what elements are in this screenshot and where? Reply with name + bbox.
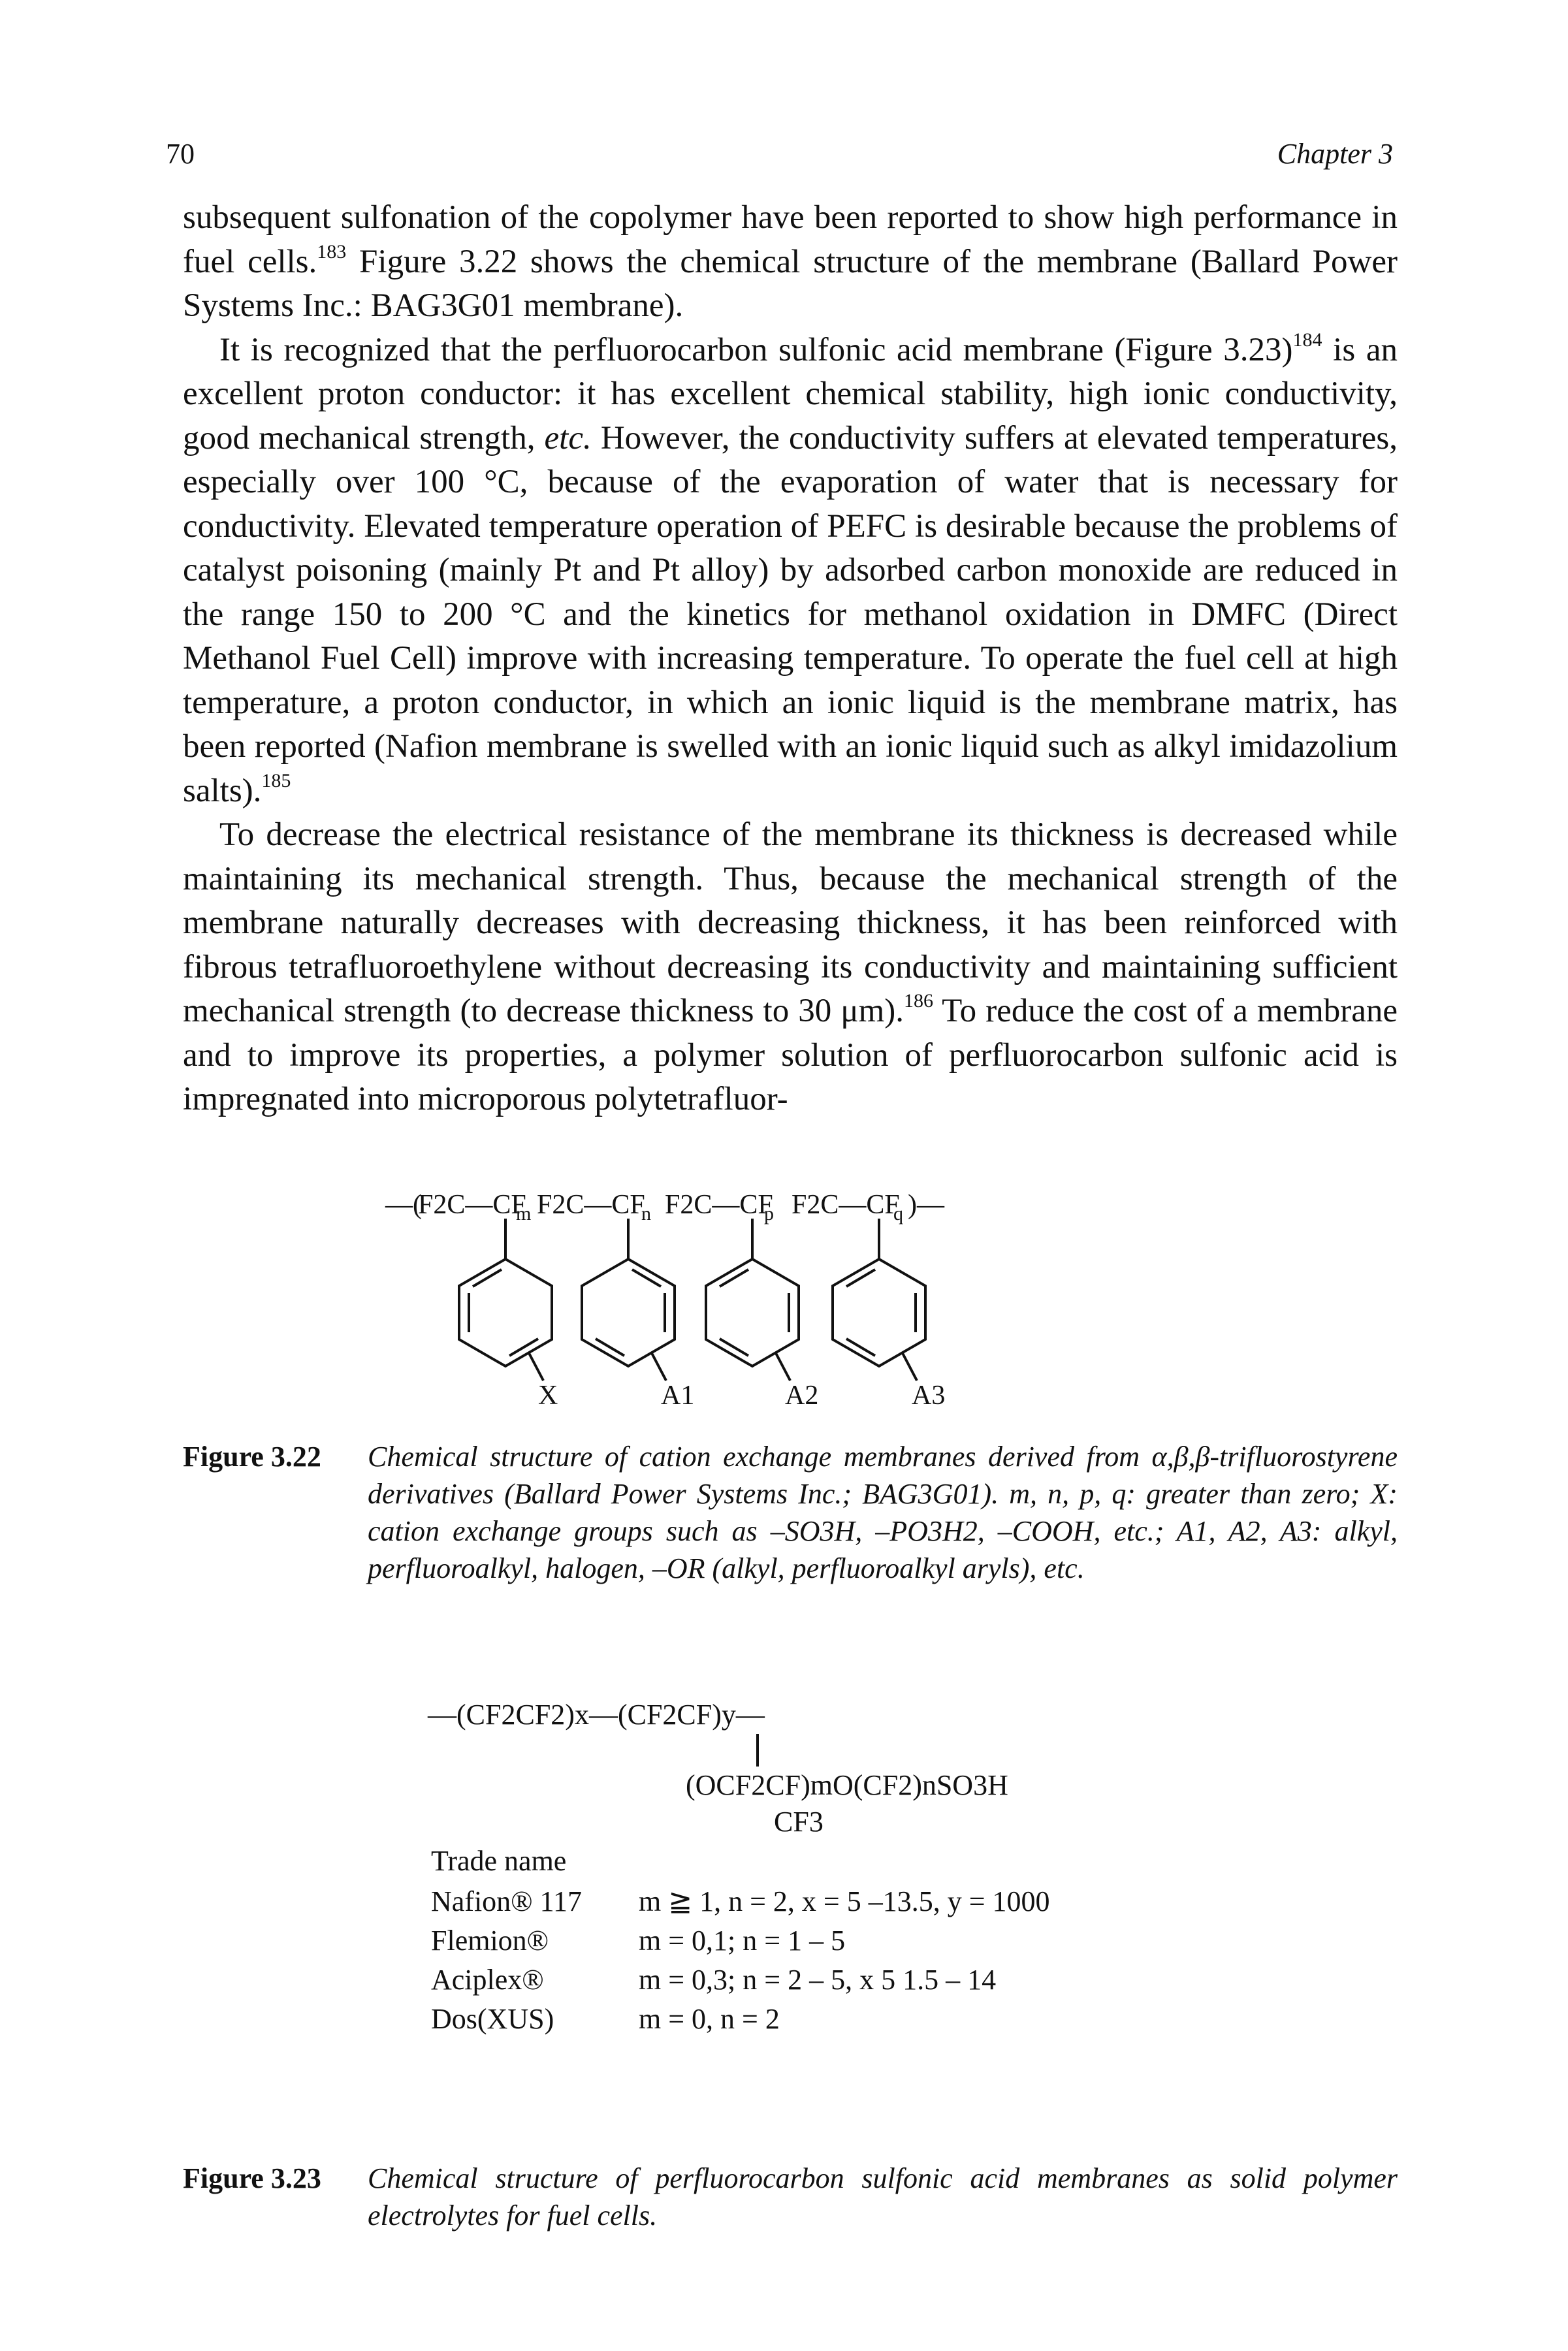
body-text: subsequent sulfonation of the copolymer … xyxy=(183,196,1398,1122)
reference-183: 183 xyxy=(317,240,347,263)
paragraph-2: It is recognized that the perfluorocarbo… xyxy=(183,328,1398,814)
trade-params-aciplex: m = 0,3; n = 2 – 5, x 5 1.5 – 14 xyxy=(639,1964,997,1996)
trade-params-flemion: m = 0,1; n = 1 – 5 xyxy=(639,1925,846,1957)
formula-side-chain: (OCF2CF)mO(CF2)nSO3H xyxy=(686,1769,1008,1801)
trade-params-nafion: m ≧ 1, n = 2, x = 5 –13.5, y = 1000 xyxy=(639,1885,1050,1917)
benzene-ring-3 xyxy=(705,1257,800,1381)
figure-3-23-label: Figure 3.23 xyxy=(183,2162,321,2194)
trade-name-aciplex: Aciplex® xyxy=(431,1964,544,1996)
substituent-x: X xyxy=(538,1381,558,1411)
paragraph-2-text-b: is an excellent proton conductor: it has… xyxy=(183,331,1398,456)
reference-185: 185 xyxy=(261,769,291,792)
backbone-unit-4: F2C—CF xyxy=(792,1190,900,1220)
subscript-q: q xyxy=(893,1203,903,1224)
substituent-a3: A3 xyxy=(912,1381,945,1411)
paragraph-1: subsequent sulfonation of the copolymer … xyxy=(183,196,1398,328)
backbone-paren-open: —( xyxy=(385,1190,422,1220)
figure-3-23-caption: Figure 3.23 Chemical structure of perflu… xyxy=(183,2160,1398,2234)
trade-row: Flemion® m = 0,1; n = 1 – 5 xyxy=(431,1921,1050,1960)
paragraph-2-text-c: However, the conductivity suffers at ele… xyxy=(183,419,1398,809)
formula-cf3-branch: CF3 xyxy=(774,1806,824,1838)
subscript-m: m xyxy=(516,1203,531,1224)
substituent-a1: A1 xyxy=(661,1381,694,1411)
trade-name-header: Trade name xyxy=(431,1845,567,1877)
figure-3-22-structure: —( F2C—CF m F2C—CF n F2C—CF p F2C—CF q )… xyxy=(385,1190,945,1411)
backbone-unit-3: F2C—CF xyxy=(665,1190,773,1220)
reference-184: 184 xyxy=(1292,328,1322,351)
trade-row: Dos(XUS) m = 0, n = 2 xyxy=(431,2000,1050,2039)
trade-name-nafion: Nafion® 117 xyxy=(431,1885,582,1917)
figure-3-23-caption-text: Chemical structure of perfluorocarbon su… xyxy=(368,2162,1398,2231)
figure-3-22-caption-text: Chemical structure of cation exchange me… xyxy=(368,1441,1398,1584)
trade-row: Nafion® 117 m ≧ 1, n = 2, x = 5 –13.5, y… xyxy=(431,1882,1050,1921)
page-number: 70 xyxy=(166,138,195,170)
trade-row: Aciplex® m = 0,3; n = 2 – 5, x 5 1.5 – 1… xyxy=(431,1960,1050,2000)
benzene-ring-1 xyxy=(458,1257,553,1381)
trade-name-dos: Dos(XUS) xyxy=(431,2003,554,2035)
backbone-unit-2: F2C—CF xyxy=(537,1190,645,1220)
backbone-unit-1: F2C—CF xyxy=(418,1190,526,1220)
subscript-n: n xyxy=(641,1203,651,1224)
backbone-paren-close: )— xyxy=(908,1190,945,1220)
paragraph-2-text-a: It is recognized that the perfluorocarbo… xyxy=(219,331,1293,368)
substituent-a2: A2 xyxy=(785,1381,818,1411)
subscript-p: p xyxy=(764,1203,774,1224)
paragraph-1-text-a: subsequent sulfonation of the copolymer … xyxy=(183,199,1398,280)
reference-186: 186 xyxy=(904,990,933,1012)
formula-main-chain: —(CF2CF2)x—(CF2CF)y— xyxy=(428,1699,765,1731)
benzene-ring-4 xyxy=(831,1257,927,1381)
paragraph-3-text-a: To decrease the electrical resistance of… xyxy=(183,816,1398,1029)
trade-name-flemion: Flemion® xyxy=(431,1925,549,1957)
trade-name-table: Trade name Nafion® 117 m ≧ 1, n = 2, x =… xyxy=(431,1842,1050,2039)
side-chain-bond xyxy=(756,1734,759,1767)
paragraph-3: To decrease the electrical resistance of… xyxy=(183,813,1398,1122)
chapter-heading: Chapter 3 xyxy=(1277,138,1393,170)
etc-italic: etc. xyxy=(544,419,592,456)
paragraph-1-text-b: Figure 3.22 shows the chemical structure… xyxy=(183,243,1398,325)
paragraph-3-text-b: To reduce the cost of a membrane and to … xyxy=(183,993,1398,1117)
trade-params-dos: m = 0, n = 2 xyxy=(639,2003,780,2035)
figure-3-22-caption: Figure 3.22 Chemical structure of cation… xyxy=(183,1438,1398,1587)
benzene-ring-2 xyxy=(581,1257,676,1381)
figure-3-22-label: Figure 3.22 xyxy=(183,1441,321,1473)
